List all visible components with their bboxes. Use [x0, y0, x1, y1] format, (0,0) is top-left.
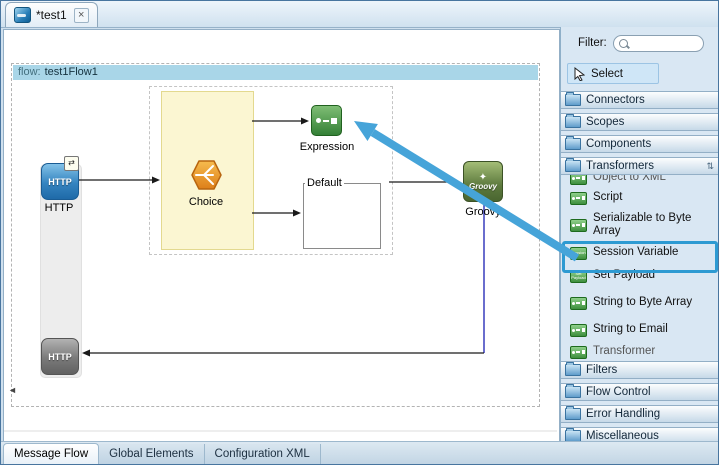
groovy-icon-text: Groovy: [468, 181, 497, 191]
category-label: Miscellaneous: [586, 430, 659, 442]
palette-search-input[interactable]: [612, 34, 704, 52]
palette-item-object-to-xml[interactable]: Object to XML: [561, 175, 718, 187]
palette-item-transformer[interactable]: Transformer: [561, 341, 718, 359]
main-area: flow:test1Flow1: [1, 27, 718, 442]
palette-item-label: String to Email: [593, 323, 668, 336]
palette-category-miscellaneous[interactable]: Miscellaneous: [561, 427, 718, 442]
editor-tab-test1[interactable]: *test1 ×: [5, 2, 98, 27]
category-label: Connectors: [586, 94, 645, 106]
palette: Filter: Select Connectors Scopes: [560, 27, 718, 442]
select-label: Select: [591, 67, 623, 80]
expr-dot: [316, 118, 321, 123]
flow-label-prefix: flow:: [18, 66, 41, 78]
expression-transformer-icon[interactable]: [311, 105, 342, 136]
http-outbound-node[interactable]: HTTP: [41, 338, 79, 375]
editor-tab-title: *test1: [36, 8, 67, 22]
mule-flow-icon: [14, 7, 31, 23]
editor-tabbar: *test1 ×: [1, 1, 718, 28]
palette-item-label: Session Variable: [593, 246, 679, 259]
default-branch-box[interactable]: [303, 183, 381, 249]
palette-item-script[interactable]: Script: [561, 187, 718, 209]
flow-container: flow:test1Flow1: [11, 63, 540, 407]
flow-name: test1Flow1: [44, 66, 98, 78]
palette-category-scopes[interactable]: Scopes: [561, 113, 718, 131]
category-label: Error Handling: [586, 408, 661, 420]
http-endpoint-icon: HTTP: [48, 176, 72, 187]
folder-icon: [565, 92, 581, 106]
canvas-corner-marker-icon[interactable]: ◄: [8, 385, 17, 395]
transformer-icon: [570, 345, 587, 359]
tab-configuration-xml[interactable]: Configuration XML: [204, 444, 321, 464]
category-label: Transformers: [586, 160, 654, 172]
flow-canvas[interactable]: flow:test1Flow1: [3, 29, 560, 442]
folder-icon: [565, 136, 581, 150]
transformer-list: Object to XML Script Serializable to Byt…: [561, 175, 718, 359]
folder-icon: [565, 158, 581, 172]
cursor-icon: [574, 66, 585, 81]
palette-category-components[interactable]: Components: [561, 135, 718, 153]
expression-transformer-label: Expression: [299, 141, 355, 153]
expr-square: [331, 117, 337, 124]
view-tabbar: Message Flow Global Elements Configurati…: [1, 441, 718, 464]
exchange-pattern-badge-icon[interactable]: ⇄: [64, 156, 79, 171]
category-label: Filters: [586, 364, 618, 376]
expr-arrow: [323, 119, 329, 122]
category-label: Scopes: [586, 116, 625, 128]
transformer-icon: [570, 218, 587, 232]
tab-message-flow[interactable]: Message Flow: [3, 443, 100, 464]
default-branch-label: Default: [305, 177, 344, 189]
folder-icon: [565, 406, 581, 420]
palette-item-serializable-to-byte-array[interactable]: Serializable to Byte Array: [561, 209, 718, 241]
groovy-component-label: Groovy: [465, 206, 501, 218]
select-tool[interactable]: Select: [567, 63, 659, 84]
search-icon: [618, 38, 628, 48]
palette-item-label: Transformer: [593, 345, 656, 358]
groovy-component-icon[interactable]: ✦ Groovy: [463, 161, 503, 202]
transformer-icon: [570, 191, 587, 205]
transformer-icon: [570, 323, 587, 337]
session-variable-highlight: [562, 241, 718, 273]
palette-item-string-to-email[interactable]: String to Email: [561, 319, 718, 341]
palette-item-label: Serializable to Byte Array: [593, 211, 692, 237]
groovy-star-icon: ✦: [478, 171, 488, 183]
palette-filter-row: Filter:: [561, 33, 718, 53]
choice-router-label: Choice: [188, 196, 224, 208]
http-endpoint-label: HTTP: [44, 202, 74, 214]
drawer-scroll-icon[interactable]: ⇅: [706, 160, 714, 171]
palette-category-transformers[interactable]: Transformers ⇅: [561, 157, 718, 175]
transformer-icon: [570, 175, 587, 185]
palette-category-error-handling[interactable]: Error Handling: [561, 405, 718, 423]
folder-icon: [565, 362, 581, 376]
choice-router-icon[interactable]: [184, 156, 229, 194]
palette-item-label: String to Byte Array: [593, 296, 693, 309]
filter-label: Filter:: [578, 37, 607, 49]
palette-category-flow-control[interactable]: Flow Control: [561, 383, 718, 401]
palette-category-filters[interactable]: Filters: [561, 361, 718, 379]
flow-title-bar[interactable]: flow:test1Flow1: [13, 65, 538, 80]
tab-global-elements[interactable]: Global Elements: [99, 444, 205, 464]
palette-category-connectors[interactable]: Connectors: [561, 91, 718, 109]
close-tab-icon[interactable]: ×: [73, 7, 89, 23]
category-label: Components: [586, 138, 652, 150]
palette-item-string-to-byte-array[interactable]: String to Byte Array: [561, 287, 718, 319]
folder-icon: [565, 384, 581, 398]
folder-icon: [565, 114, 581, 128]
transformer-icon: [570, 296, 587, 310]
http-outbound-icon: HTTP: [48, 351, 72, 362]
category-label: Flow Control: [586, 386, 651, 398]
palette-item-label: Script: [593, 191, 623, 204]
palette-item-label: Object to XML: [593, 175, 666, 184]
